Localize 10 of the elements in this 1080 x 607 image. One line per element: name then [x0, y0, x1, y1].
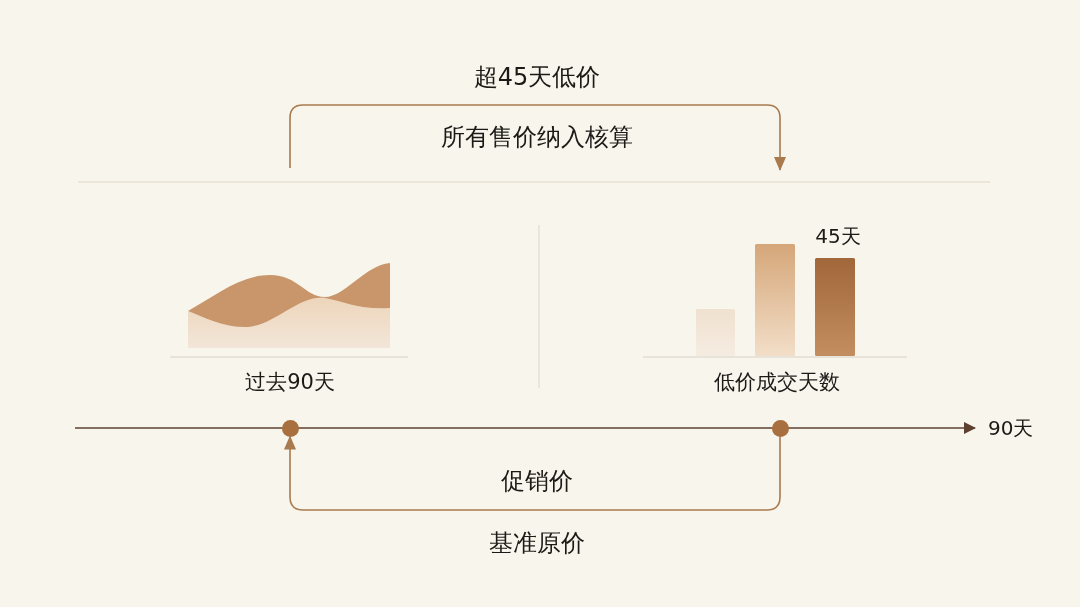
value-label: 45天: [815, 224, 861, 248]
arrow-label: 基准原价: [489, 528, 585, 558]
axis-end-label: 90天: [988, 416, 1034, 440]
chart-caption: 低价成交天数: [714, 370, 840, 396]
arrow-label: 促销价: [501, 466, 573, 496]
timeline-dot: [771, 419, 789, 437]
chart-caption: 过去90天: [245, 370, 335, 396]
timeline-dot: [281, 419, 299, 437]
heading-text: 超45天低价: [473, 62, 601, 92]
arrow-label: 所有售价纳入核算: [441, 122, 633, 152]
